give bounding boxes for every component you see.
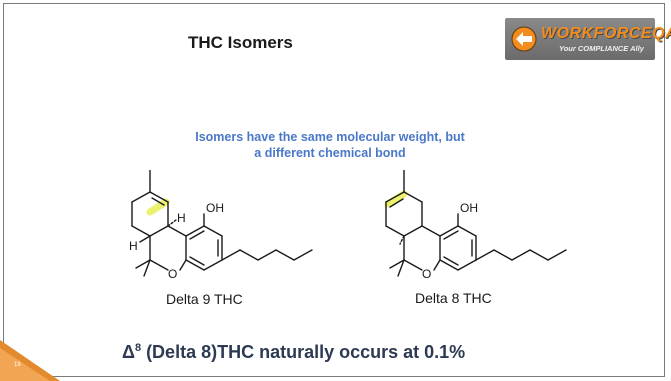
caption-delta-8: Delta 8 THC [415,290,492,306]
delta-superscript: 8 [134,342,142,354]
subtitle-line-2: a different chemical bond [254,146,406,160]
subtitle: Isomers have the same molecular weight, … [130,129,530,161]
page-number: 19 [14,362,21,368]
slide-title: THC Isomers [188,33,293,52]
logo-tagline: Your COMPLIANCE Ally [559,44,644,53]
bottom-statement-text: (Delta 8)THC naturally occurs at 0.1% [141,342,466,362]
logo-arrow-icon [511,26,537,52]
corner-accent-shape [0,340,60,381]
delta-symbol: Δ [122,342,135,362]
atom-label-o: O [168,267,177,281]
delta-8-thc-structure: OH O [384,170,567,281]
atom-label-h: H [129,239,138,253]
atom-label-o: O [422,267,431,281]
delta-9-thc-structure: OH H H O [129,170,313,281]
slide-frame [3,3,665,377]
logo-name: WORKFORCEQA [541,25,671,42]
bottom-statement: Δ8 (Delta 8)THC naturally occurs at 0.1% [122,342,465,363]
subtitle-line-1: Isomers have the same molecular weight, … [195,130,465,144]
company-logo: WORKFORCEQA Your COMPLIANCE Ally [505,18,671,60]
atom-label-oh: OH [206,201,224,215]
caption-delta-9: Delta 9 THC [166,291,243,307]
atom-label-oh: OH [460,201,478,215]
atom-label-h: H [177,211,186,225]
